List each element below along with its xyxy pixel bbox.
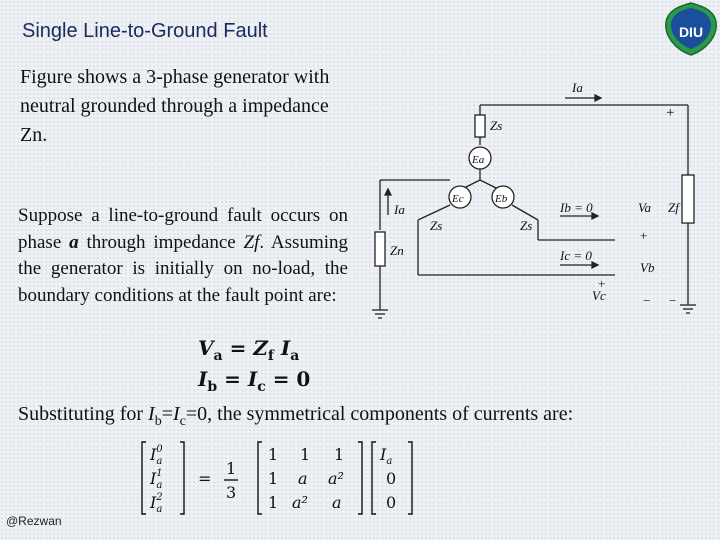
label-plus-top: + (666, 105, 674, 121)
label-Zs-c: Zs (430, 218, 442, 233)
fault-text-3: . Assuming the generator is initially on… (18, 231, 348, 306)
lhs-I2: Ia2 (149, 492, 163, 515)
matrix-r2c0: 1 (268, 493, 278, 512)
ic-sub: c (179, 414, 186, 429)
label-minus-1: − (643, 293, 650, 308)
label-minus-2: − (669, 293, 676, 308)
phase-label: a (69, 231, 79, 253)
sub-text-2: =0, the symmetrical components of curren… (185, 403, 574, 425)
matrix-r1c2: a² (328, 469, 344, 488)
slide-title: Single Line-to-Ground Fault (22, 20, 268, 42)
boundary-eq-2: Ib = Ic = 0 (198, 367, 311, 395)
matrix-r0c2: 1 (334, 445, 344, 464)
sub-eq: = (161, 403, 173, 425)
generator-circuit-diagram: Ia + Zs Ea Ec Eb Zs Zs Ia Zn Ib = 0 Ic =… (372, 80, 696, 319)
boundary-eq-1: Va = Zf Ia (198, 336, 300, 364)
matrix-r0c0: 1 (268, 445, 278, 464)
label-Zf: Zf (668, 200, 681, 215)
fault-impedance: Zf (243, 231, 260, 253)
fault-text-1: Suppose a line-to-ground fault occurs on… (18, 205, 348, 253)
matrix-r2c2: a (332, 493, 342, 512)
label-Ia-left: Ia (393, 202, 405, 217)
label-Zs-a: Zs (490, 118, 502, 133)
rhs-Ia: Ia (379, 445, 392, 467)
label-Ea: Ea (471, 154, 485, 166)
lhs-I1: Ia1 (149, 468, 163, 491)
label-Vb: Vb (640, 260, 655, 275)
matrix-r1c0: 1 (268, 469, 278, 488)
matrix-r1c1: a (298, 469, 308, 488)
label-plus-c: + (598, 276, 605, 291)
substitution-paragraph: Substituting for Ib=Ic=0, the symmetrica… (18, 400, 658, 436)
label-Eb: Eb (494, 193, 508, 205)
fault-text-2: through impedance (78, 231, 244, 253)
factor-den: 3 (226, 483, 236, 502)
label-Ia-top: Ia (571, 80, 583, 95)
ib-sub: b (154, 414, 162, 429)
fault-paragraph: Suppose a line-to-ground fault occurs on… (18, 203, 348, 309)
label-Zn: Zn (390, 243, 404, 258)
symmetrical-components-matrix: Ia0 Ia1 Ia2 = 1 3 1 1 1 1 a a² 1 a² a Ia… (141, 441, 413, 515)
label-Ib0: Ib = 0 (559, 200, 593, 215)
label-Va: Va (638, 200, 652, 215)
author-footer: @Rezwan (6, 514, 62, 528)
factor-num: 1 (226, 459, 236, 478)
label-Vc: Vc (592, 288, 606, 303)
equals-sign: = (198, 469, 211, 488)
label-Zs-b: Zs (520, 218, 532, 233)
matrix-r0c1: 1 (300, 445, 310, 464)
ic-symbol: I (172, 403, 180, 425)
rhs-0a: 0 (386, 469, 396, 488)
matrix-r2c1: a² (292, 493, 308, 512)
lhs-I0: Ia0 (149, 444, 163, 467)
sub-text-1: Substituting for (18, 403, 149, 425)
logo-text: DIU (679, 24, 703, 40)
label-Ic0: Ic = 0 (559, 248, 592, 263)
label-plus-b: + (640, 228, 647, 243)
intro-paragraph: Figure shows a 3-phase generator with ne… (20, 66, 330, 146)
label-Ec: Ec (451, 193, 464, 205)
ib-symbol: I (148, 403, 155, 425)
university-logo: DIU (665, 2, 717, 56)
rhs-0b: 0 (386, 493, 396, 512)
